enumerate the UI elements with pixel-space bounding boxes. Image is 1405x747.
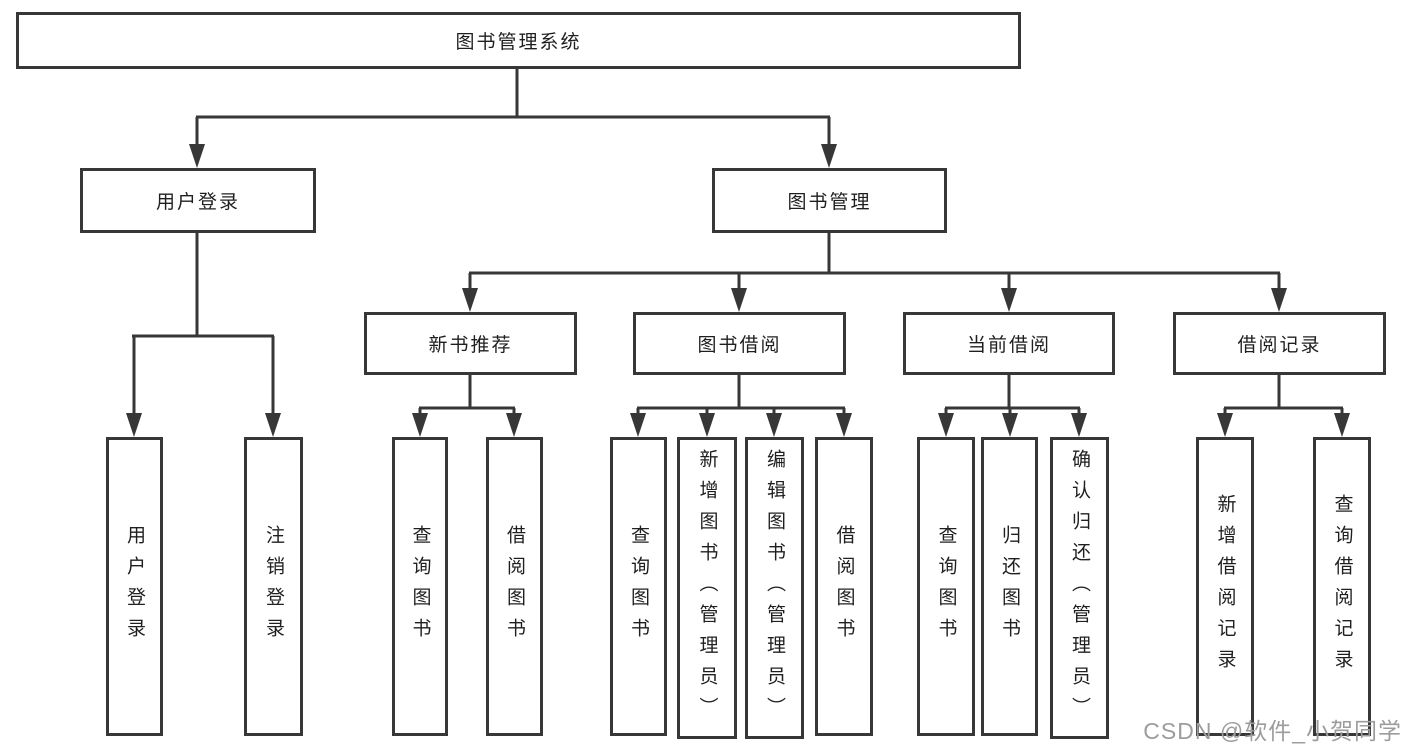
node-label: 确认归还（管理员）: [1069, 448, 1090, 728]
node-label: 新书推荐: [428, 335, 513, 356]
node-label: 查询图书: [628, 524, 649, 649]
node-label: 借阅图书: [833, 524, 855, 649]
node-leaf-query-books-3: 查询图书: [917, 437, 975, 736]
node-label: 查询图书: [409, 524, 431, 649]
node-leaf-user-login: 用户登录: [106, 437, 163, 736]
tree-edges: [132, 69, 1344, 416]
node-label: 图书管理系统: [455, 32, 582, 53]
node-label: 用户登录: [124, 524, 145, 649]
node-label: 新增借阅记录: [1214, 493, 1236, 680]
node-root: 图书管理系统: [16, 12, 1021, 69]
node-leaf-query-books-1: 查询图书: [392, 437, 448, 736]
node-leaf-confirm-return-admin: 确认归还（管理员）: [1050, 437, 1109, 739]
node-label: 编辑图书（管理员）: [764, 448, 785, 728]
arrowheads: [126, 144, 1350, 437]
node-label: 用户登录: [155, 192, 240, 213]
node-leaf-query-books-2: 查询图书: [610, 437, 667, 736]
node-leaf-borrow-books-2: 借阅图书: [815, 437, 873, 736]
node-label: 借阅图书: [504, 524, 525, 649]
node-new-book-recommend: 新书推荐: [364, 312, 577, 375]
node-leaf-edit-book-admin: 编辑图书（管理员）: [745, 437, 804, 739]
node-leaf-add-book-admin: 新增图书（管理员）: [677, 437, 737, 739]
node-label: 图书管理: [787, 192, 872, 213]
node-leaf-add-borrow-record: 新增借阅记录: [1196, 437, 1254, 736]
node-label: 借阅记录: [1237, 335, 1322, 356]
node-label: 图书借阅: [697, 335, 782, 356]
node-label: 查询图书: [935, 524, 957, 649]
node-current-borrow: 当前借阅: [903, 312, 1115, 375]
node-label: 当前借阅: [966, 335, 1051, 356]
node-user-login: 用户登录: [80, 168, 316, 233]
node-leaf-logout: 注销登录: [244, 437, 303, 736]
node-leaf-borrow-books-1: 借阅图书: [486, 437, 543, 736]
node-label: 新增图书（管理员）: [696, 448, 718, 728]
node-label: 注销登录: [263, 524, 284, 649]
node-leaf-return-books: 归还图书: [981, 437, 1038, 736]
watermark-text: CSDN @软件_小贺同学: [1143, 718, 1402, 744]
node-book-management: 图书管理: [712, 168, 947, 233]
node-leaf-query-borrow-record: 查询借阅记录: [1313, 437, 1371, 736]
node-book-borrow: 图书借阅: [633, 312, 846, 375]
node-borrow-records: 借阅记录: [1173, 312, 1386, 375]
node-label: 查询借阅记录: [1331, 493, 1353, 680]
node-label: 归还图书: [999, 524, 1020, 649]
